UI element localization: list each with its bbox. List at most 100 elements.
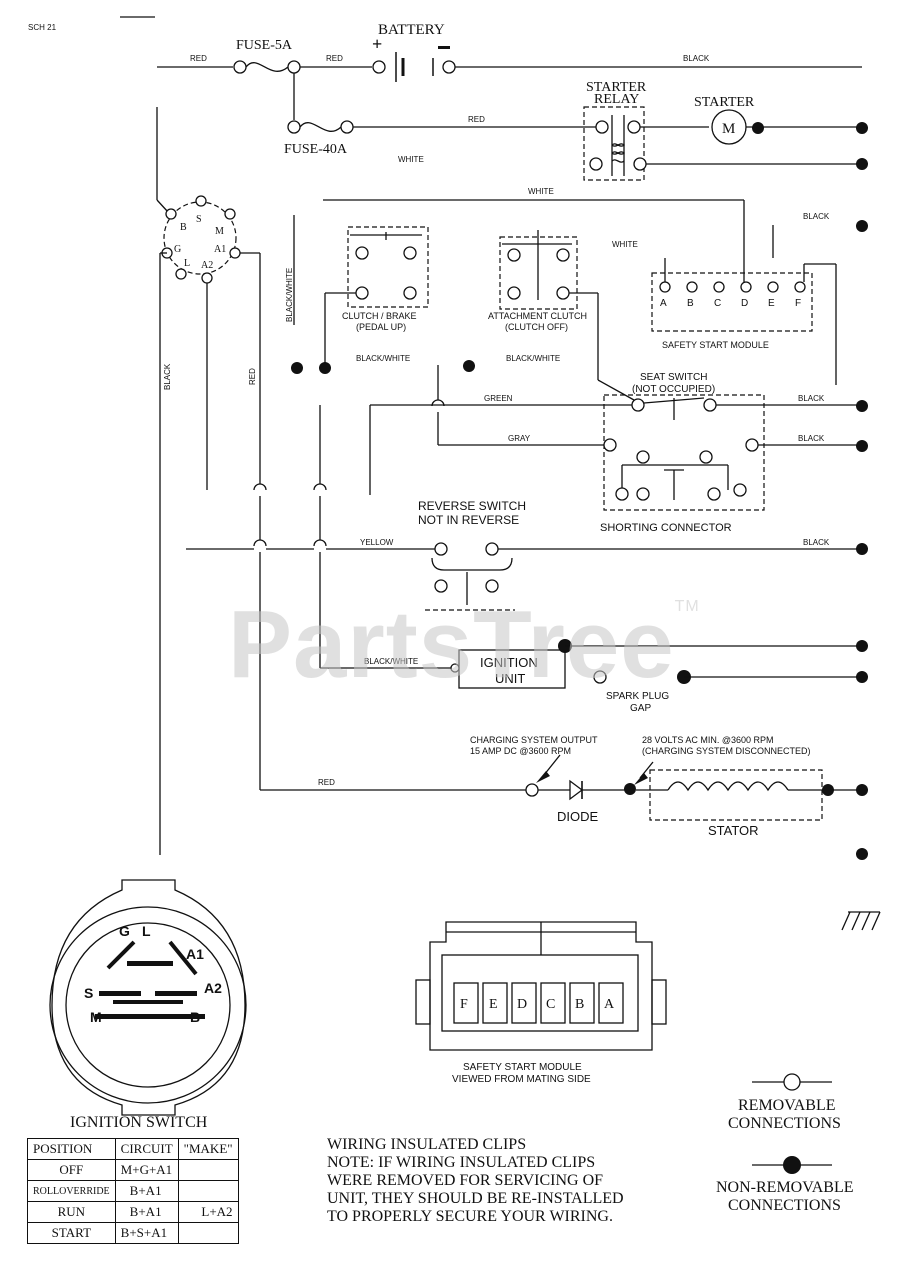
wire-label: WHITE <box>528 187 554 196</box>
wire-label: BLACK <box>803 538 830 547</box>
table-header: CIRCUIT <box>114 1138 179 1160</box>
stator-coil <box>667 781 789 792</box>
table-cell: L+A2 <box>177 1201 239 1223</box>
wire-label: GRAY <box>508 434 531 443</box>
ground-icon <box>841 911 881 931</box>
table-cell: M+G+A1 <box>114 1159 179 1181</box>
safety-module-view-label: SAFETY START MODULE <box>463 1062 582 1073</box>
table-cell: B+A1 <box>114 1180 179 1202</box>
wire-label: BLACK/WHITE <box>364 657 418 666</box>
reverse-switch: YELLOW BLACK REVERSE SWITCH NOT IN REVER… <box>186 499 868 611</box>
removable-label: CONNECTIONS <box>728 1115 841 1132</box>
charging-output-label: 15 AMP DC @3600 RPM <box>470 746 571 756</box>
wire-label: YELLOW <box>360 538 394 547</box>
clutch-brake-switch: BLACK/WHITE CLUTCH / BRAKE (PEDAL UP) <box>285 215 429 368</box>
table-cell: START <box>27 1222 116 1244</box>
table-cell <box>177 1180 239 1202</box>
note-line: WERE REMOVED FOR SERVICING OF <box>327 1172 604 1189</box>
removable-connection-symbol <box>783 1073 801 1091</box>
wire-label: BLACK <box>163 363 172 390</box>
spark-plug-label: GAP <box>630 703 651 714</box>
safety-start-module: A B C D E F SAFETY START MODULE BLACK <box>651 200 868 385</box>
module-terminal-a: A <box>660 298 667 309</box>
ignition-position-table: POSITION CIRCUIT "MAKE" OFF M+G+A1 ROLLO… <box>27 1138 239 1244</box>
table-cell <box>177 1159 239 1181</box>
table-cell: B+S+A1 <box>114 1222 179 1244</box>
fuse-40a-terminal <box>340 120 354 134</box>
table-row: RUN B+A1 L+A2 <box>27 1201 239 1223</box>
table-cell: OFF <box>27 1159 116 1181</box>
fuse-5a-label: FUSE-5A <box>236 38 293 53</box>
starter-relay-label: RELAY <box>594 92 639 107</box>
wiring-note: WIRING INSULATED CLIPS NOTE: IF WIRING I… <box>327 1136 624 1226</box>
wire-label: RED <box>190 54 207 63</box>
fuse-40a-element <box>299 122 342 132</box>
table-cell: ROLLOVERRIDE <box>27 1180 116 1202</box>
switch-face-l: L <box>142 923 151 939</box>
connector-cell-e: E <box>489 997 498 1012</box>
wire-label: RED <box>326 54 343 63</box>
table-row: START B+S+A1 <box>27 1222 239 1244</box>
ignition-switch-face: G L A1 S A2 M B IGNITION SWITCH <box>49 879 247 1131</box>
connector-cell-b: B <box>575 997 584 1012</box>
terminal-label-b: B <box>180 222 187 233</box>
table-header: POSITION <box>27 1138 116 1160</box>
black-white-row: BLACK/WHITE BLACK/WHITE GRAY <box>291 354 635 446</box>
legend: REMOVABLE CONNECTIONS NON-REMOVABLE CONN… <box>716 1073 853 1214</box>
attachment-clutch-label: ATTACHMENT CLUTCH <box>488 311 587 321</box>
charging-output-label: CHARGING SYSTEM OUTPUT <box>470 735 598 745</box>
stator-volts-label: (CHARGING SYSTEM DISCONNECTED) <box>642 746 811 756</box>
shorting-connector-label: SHORTING CONNECTOR <box>600 522 732 534</box>
table-cell <box>177 1222 239 1244</box>
switch-face-b: B <box>190 1009 200 1025</box>
module-terminal-f: F <box>795 298 801 309</box>
note-line: NOTE: IF WIRING INSULATED CLIPS <box>327 1154 596 1171</box>
wire-label: BLACK <box>798 394 825 403</box>
seat-switch-label: SEAT SWITCH <box>640 372 707 383</box>
diode-symbol <box>569 779 584 801</box>
removable-label: REMOVABLE <box>738 1097 836 1114</box>
module-terminal-b: B <box>687 298 694 309</box>
diode-label: DIODE <box>557 809 599 824</box>
non-removable-label: CONNECTIONS <box>728 1197 841 1214</box>
battery-circuit: RED FUSE-5A RED + BATTERY BLACK <box>157 22 862 82</box>
terminal-label-l: L <box>184 258 190 269</box>
terminal-label-s: S <box>196 214 202 225</box>
battery-label: BATTERY <box>378 22 445 38</box>
ignition-switch-label: IGNITION SWITCH <box>70 1114 208 1131</box>
table-row: OFF M+G+A1 <box>27 1159 239 1181</box>
module-terminal-c: C <box>714 298 721 309</box>
note-title: WIRING INSULATED CLIPS <box>327 1136 527 1153</box>
starter-motor-symbol: M <box>722 121 735 137</box>
wire-label: BLACK/WHITE <box>356 354 410 363</box>
table-header: "MAKE" <box>177 1138 239 1160</box>
ignition-unit-label: IGNITION <box>480 655 538 670</box>
fuse-40a-circuit: FUSE-40A RED WHITE <box>284 73 596 164</box>
module-terminal-d: D <box>741 298 748 309</box>
connector-cell-f: F <box>460 997 468 1012</box>
wire-label: BLACK/WHITE <box>285 268 294 322</box>
starter-relay-label: STARTER <box>586 80 647 95</box>
charging-circuit: RED DIODE CHARGING SYSTEM OUTPUT 15 AMP … <box>260 735 868 860</box>
wire-label: BLACK <box>803 212 830 221</box>
safety-start-module-label: SAFETY START MODULE <box>662 340 769 350</box>
wire-label: BLACK <box>798 434 825 443</box>
terminal-label-a1: A1 <box>214 244 226 255</box>
wire-label: BLACK/WHITE <box>506 354 560 363</box>
switch-face-a2: A2 <box>204 980 222 996</box>
safety-module-connector-view: F E D C B A SAFETY START MODULE VIEWED F… <box>415 921 667 1085</box>
fuse-40a-terminal <box>287 120 301 134</box>
seat-switch-label: (NOT OCCUPIED) <box>632 384 715 395</box>
stator-volts-label: 28 VOLTS AC MIN. @3600 RPM <box>642 735 774 745</box>
seat-switch: SEAT SWITCH (NOT OCCUPIED) GREEN BLACK B… <box>369 372 868 534</box>
wire-label: RED <box>468 115 485 124</box>
switch-face-m: M <box>90 1009 102 1025</box>
starter-motor: M STARTER <box>694 95 868 170</box>
switch-face-g: G <box>119 923 130 939</box>
terminal-label-m: M <box>215 226 224 237</box>
table-header-row: POSITION CIRCUIT "MAKE" <box>27 1138 239 1160</box>
clutch-brake-label: CLUTCH / BRAKE <box>342 311 417 321</box>
fuse-5a-terminal <box>287 60 301 74</box>
wire-label: RED <box>248 368 257 385</box>
wire-label: WHITE <box>612 240 638 249</box>
